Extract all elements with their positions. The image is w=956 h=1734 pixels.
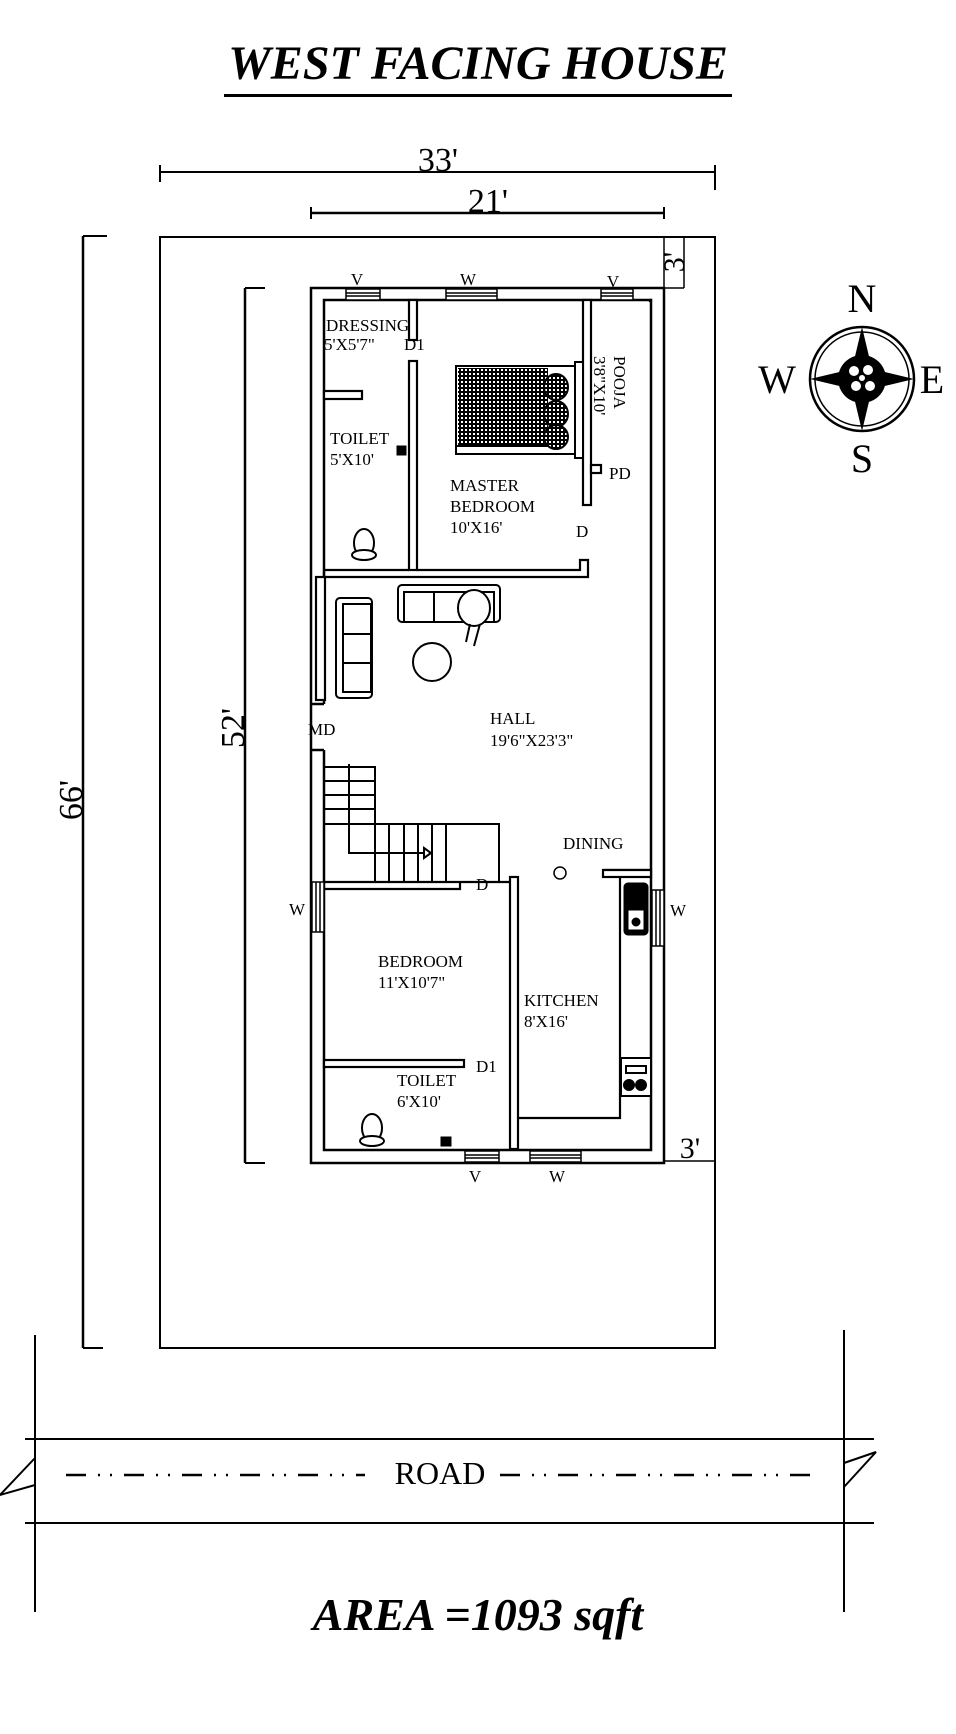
window-label: W bbox=[549, 1167, 566, 1186]
room-master-line1: MASTER bbox=[450, 476, 520, 495]
plan-title-text: WEST FACING HOUSE bbox=[224, 37, 732, 97]
pooja-door-label: PD bbox=[609, 464, 631, 483]
room-hall-name: HALL bbox=[490, 709, 535, 728]
road bbox=[0, 1330, 877, 1612]
window-label: W bbox=[460, 270, 477, 289]
room-bedroom-name: BEDROOM bbox=[378, 952, 463, 971]
window-markers bbox=[311, 288, 665, 1163]
dimension-plot-depth bbox=[81, 235, 107, 1349]
setback-top-label: 3' bbox=[658, 252, 691, 272]
room-toilet1-size: 5'X10' bbox=[330, 450, 374, 469]
house-width-label: 21' bbox=[468, 183, 508, 220]
plan-title: WEST FACING HOUSE bbox=[0, 36, 956, 97]
room-master-size: 10'X16' bbox=[450, 518, 502, 537]
door-label: D1 bbox=[476, 1057, 497, 1076]
round-table-icon bbox=[412, 642, 452, 682]
room-dining-name: DINING bbox=[563, 834, 623, 853]
sink-icon bbox=[623, 882, 649, 936]
plot-boundary bbox=[159, 236, 716, 1349]
room-toilet2-size: 6'X10' bbox=[397, 1092, 441, 1111]
sofa-icon bbox=[335, 584, 501, 699]
main-door-label: MD bbox=[308, 720, 335, 739]
stove-icon bbox=[620, 1057, 652, 1097]
window-label: W bbox=[289, 900, 306, 919]
house-depth-label: 52' bbox=[215, 708, 252, 748]
washbasin-icon bbox=[440, 1136, 452, 1147]
compass-south: S bbox=[851, 436, 873, 481]
dimension-plot-width bbox=[159, 165, 716, 190]
room-pooja-size: 3'8"X10' bbox=[590, 356, 609, 415]
road-label: ROAD bbox=[395, 1455, 486, 1491]
room-kitchen-size: 8'X16' bbox=[524, 1012, 568, 1031]
room-kitchen-name: KITCHEN bbox=[524, 991, 599, 1010]
area-label: AREA =1093 sqft bbox=[312, 1589, 644, 1640]
room-dressing-size: 5'X5'7" bbox=[324, 335, 375, 354]
dining-marker bbox=[553, 866, 567, 880]
bed-icon bbox=[455, 361, 584, 459]
room-bedroom-size: 11'X10'7" bbox=[378, 973, 445, 992]
door-label: D1 bbox=[404, 335, 425, 354]
room-hall-size: 19'6"X23'3" bbox=[490, 731, 573, 750]
washbasin-icon bbox=[396, 445, 407, 456]
ventilator-label: V bbox=[607, 272, 620, 291]
door-label: D bbox=[576, 522, 588, 541]
door-label: D bbox=[476, 875, 488, 894]
compass-west: W bbox=[758, 357, 796, 402]
plot-depth-label: 66' bbox=[53, 780, 90, 820]
compass-east: E bbox=[920, 357, 944, 402]
room-pooja-name: POOJA bbox=[610, 356, 629, 410]
plot-width-label: 33' bbox=[418, 142, 458, 179]
room-dressing-name: DRESSING bbox=[326, 316, 409, 335]
house-outer-wall bbox=[309, 286, 666, 1165]
bedroom-block-walls bbox=[322, 868, 653, 1151]
room-toilet1-name: TOILET bbox=[330, 429, 390, 448]
staircase bbox=[323, 764, 500, 883]
dimension-house-depth bbox=[243, 287, 265, 1164]
compass-north: N bbox=[848, 276, 877, 321]
room-master-line2: BEDROOM bbox=[450, 497, 535, 516]
window-label: W bbox=[670, 901, 687, 920]
commode-icon bbox=[351, 528, 385, 1147]
ventilator-label: V bbox=[469, 1167, 482, 1186]
setback-bottom-label: 3' bbox=[680, 1132, 700, 1165]
master-bedroom-walls bbox=[314, 298, 653, 702]
dimension-house-width bbox=[310, 207, 665, 219]
ventilator-label: V bbox=[351, 270, 364, 289]
room-toilet2-name: TOILET bbox=[397, 1071, 457, 1090]
compass-rose-icon bbox=[808, 325, 916, 433]
